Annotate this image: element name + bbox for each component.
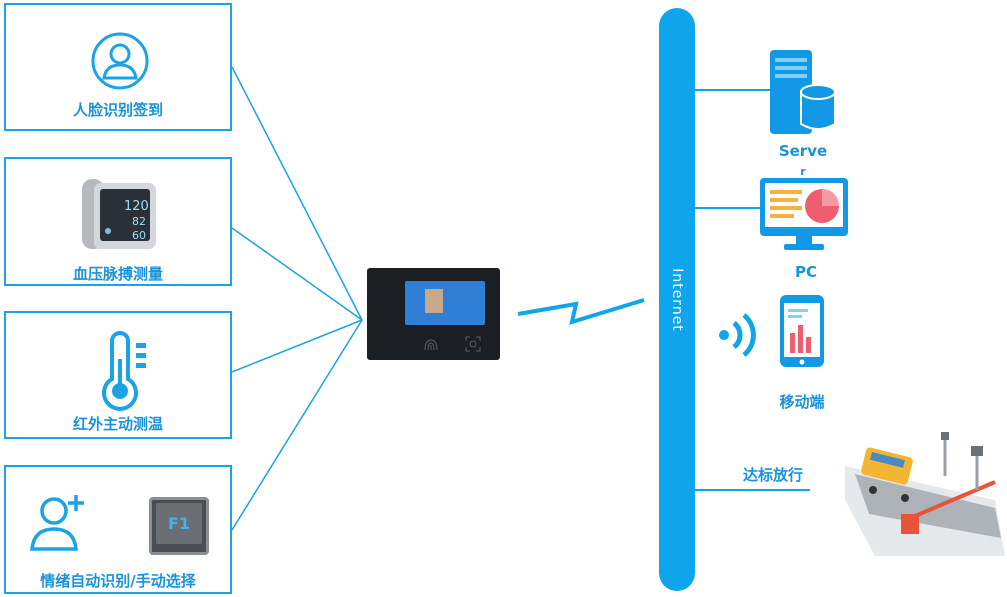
branch-line-pc [695,207,760,209]
mobile-label: 移动端 [779,393,825,411]
branch-line-gate [695,489,810,491]
mobile-phone-icon [780,295,824,367]
internet-backbone [659,8,695,591]
fingerprint-icon [424,339,438,351]
camera-scan-icon [465,336,481,352]
server-label-line2: r [800,165,806,178]
temperature-label: 红外主动测温 [72,415,163,433]
blood-pressure-box: 120 82 60 血压脉搏测量 [4,157,232,286]
f1-key: F1 [149,497,209,555]
mood-label: 情绪自动识别/手动选择 [40,572,196,590]
thermometer-icon [102,331,146,411]
pulse-reading: 60 [132,229,146,242]
mood-box: F1 情绪自动识别/手动选择 [4,465,232,594]
gate-release-label: 达标放行 [742,466,803,484]
server-label-line1: Serve [778,142,828,160]
user-icon [91,32,149,90]
pc-monitor-icon [760,178,848,250]
kiosk-device [367,268,500,360]
wifi-signal-icon [719,313,756,357]
server-icon [770,50,836,134]
internet-label: Internet [669,268,685,332]
branch-line-server [695,89,770,91]
blood-pressure-monitor-icon [82,179,156,249]
f1-key-label: F1 [167,514,191,533]
face-recognition-box: 人脸识别签到 [4,3,232,131]
face-recognition-label: 人脸识别签到 [72,101,163,119]
temperature-box: 红外主动测温 [4,311,232,439]
wireless-link-icon [517,298,645,325]
add-user-icon [30,495,84,551]
face-photo [425,289,443,313]
pc-label: PC [794,263,817,281]
vehicle-gate-illustration [845,432,1005,556]
blood-pressure-label: 血压脉搏测量 [72,265,163,283]
diastolic-reading: 82 [132,215,146,228]
systolic-reading: 120 [124,199,149,214]
device-screen [405,281,485,325]
